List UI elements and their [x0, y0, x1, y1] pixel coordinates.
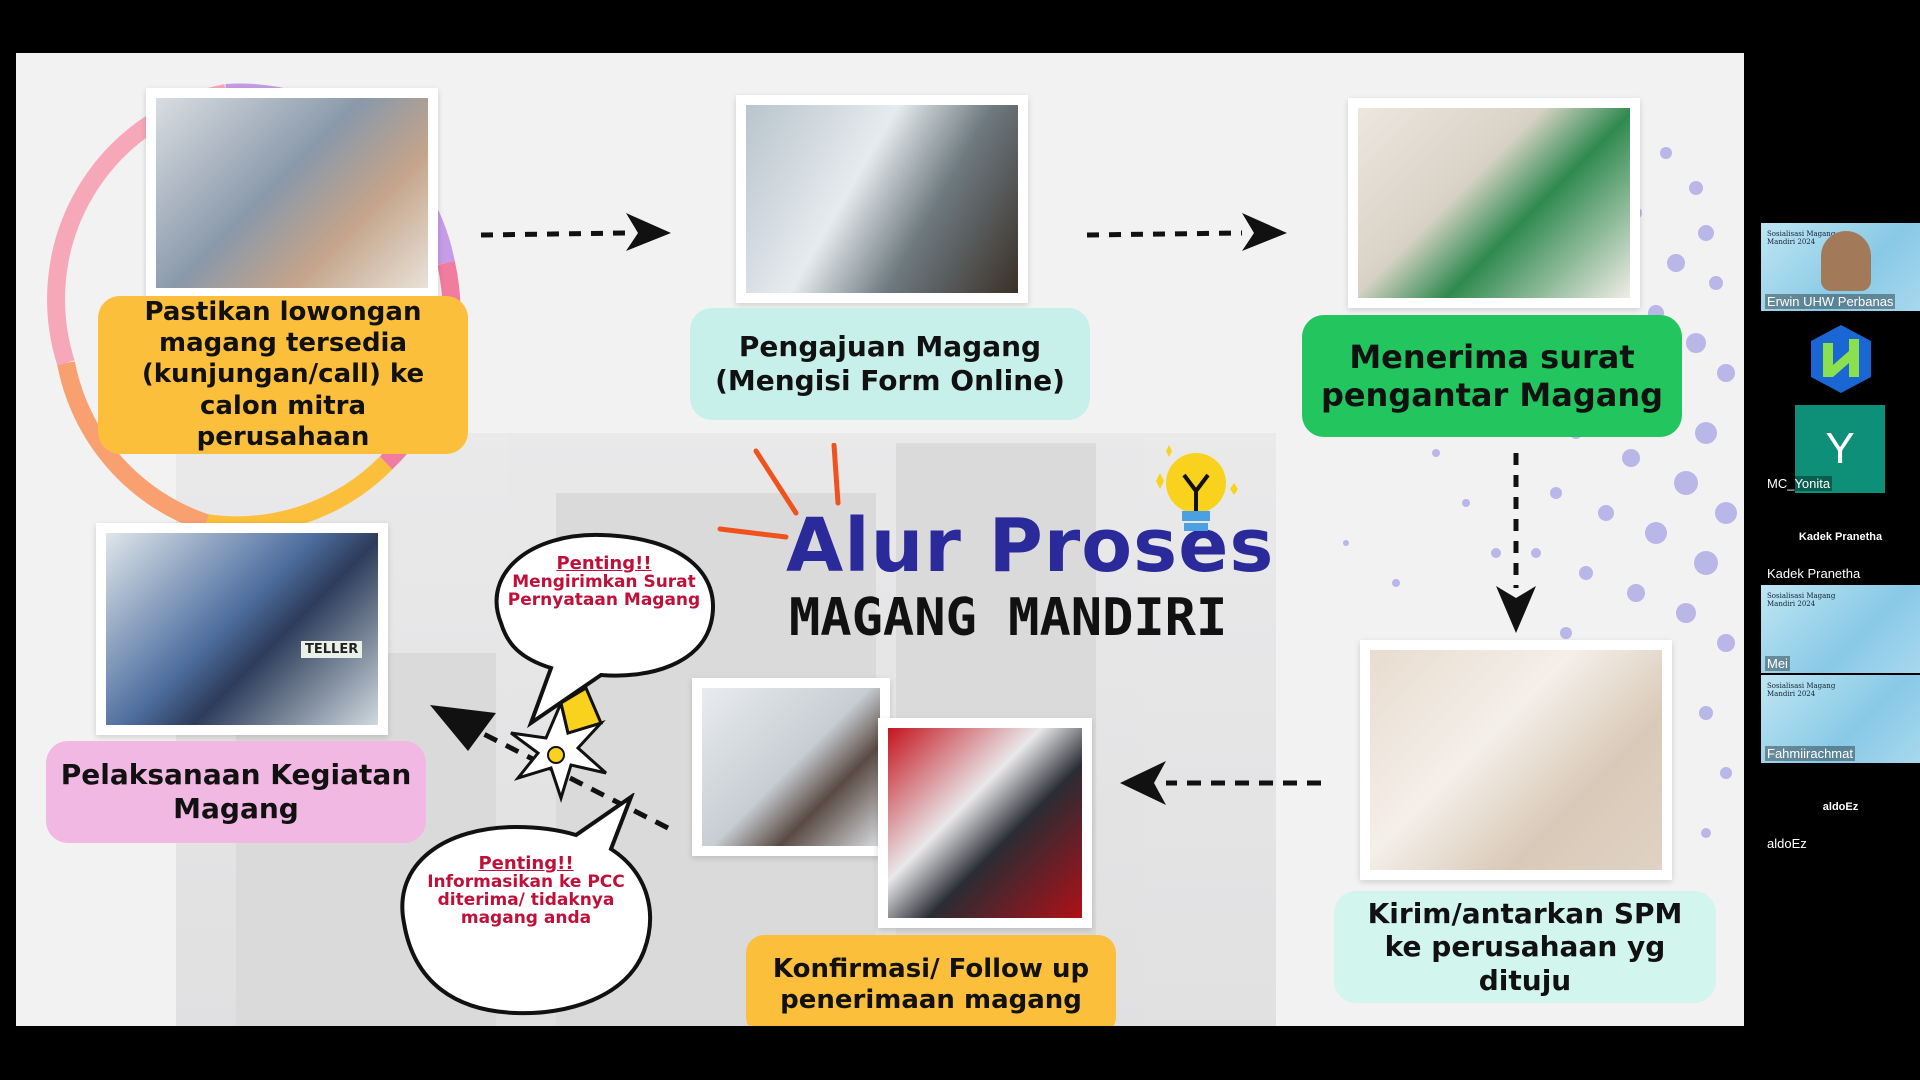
logo-icon: [1811, 325, 1871, 393]
participant-center-name: Kadek Pranetha: [1798, 531, 1883, 543]
bubble2-body: Informasikan ke PCC diterima/ tidaknya m…: [427, 872, 625, 928]
participant-name: MC_Yonita: [1765, 476, 1833, 491]
burst-icon: [510, 685, 607, 803]
participant-name: Fahmiirachmat: [1765, 746, 1855, 761]
speech-bubble-2: Penting!! Informasikan ke PCC diterima/ …: [426, 853, 626, 928]
thumb-title: Sosialisasi Magang Mandiri 2024: [1767, 682, 1836, 698]
title-spark-lines: [717, 443, 841, 540]
bubble1-body: Mengirimkan Surat Pernyataan Magang: [507, 572, 701, 610]
teller-sign: TELLER: [301, 641, 363, 658]
step2-photo: [736, 95, 1028, 303]
step3-photo: [1348, 98, 1640, 308]
participant-initial-avatar: Y: [1795, 405, 1885, 493]
step1-label: Pastikan lowongan magang tersedia (kunju…: [98, 296, 468, 454]
bubble1-heading: Penting!!: [556, 553, 652, 574]
participant-tile-4[interactable]: Kadek Pranetha Kadek Pranetha: [1761, 495, 1920, 583]
participant-tile-1[interactable]: Sosialisasi Magang Mandiri 2024 Erwin UH…: [1761, 223, 1920, 311]
step3-label: Menerima surat pengantar Magang: [1302, 315, 1682, 437]
participant-tile-7[interactable]: aldoEz aldoEz: [1761, 765, 1920, 853]
participant-tile-6[interactable]: Sosialisasi Magang Mandiri 2024 Fahmiira…: [1761, 675, 1920, 763]
decorative-dots: [1343, 147, 1737, 838]
speech-bubble-1-shape: [494, 532, 715, 729]
participant-avatar: [1821, 231, 1871, 291]
step5-photo-b: [878, 718, 1092, 928]
speech-bubble-1: Penting!! Mengirimkan Surat Pernyataan M…: [504, 553, 704, 610]
arrow-step3-to-step4: [1496, 453, 1536, 633]
participant-center-name: aldoEz: [1822, 801, 1859, 813]
participant-tile-2[interactable]: [1761, 313, 1920, 403]
thumb-title: Sosialisasi Magang Mandiri 2024: [1767, 230, 1836, 246]
arrow-step5-to-step6: [430, 705, 670, 831]
bubble2-heading: Penting!!: [478, 853, 574, 874]
step5-photo-a: [692, 678, 890, 856]
presentation-slide: Pastikan lowongan magang tersedia (kunju…: [16, 53, 1744, 1026]
participant-name: Erwin UHW Perbanas: [1765, 294, 1896, 309]
step6-label: Pelaksanaan Kegiatan Magang: [46, 741, 426, 843]
slide-subtitle: MAGANG MANDIRI: [789, 588, 1228, 648]
step4-photo: [1360, 640, 1672, 880]
participant-tile-5[interactable]: Sosialisasi Magang Mandiri 2024 Mei: [1761, 585, 1920, 673]
participant-name: Mei: [1765, 656, 1790, 671]
participants-panel: Sosialisasi Magang Mandiri 2024 Erwin UH…: [1761, 0, 1920, 1080]
participant-tile-3[interactable]: Y MC_Yonita: [1761, 405, 1920, 493]
arrow-step1-to-step2: [480, 213, 671, 251]
thumb-title: Sosialisasi Magang Mandiri 2024: [1767, 592, 1836, 608]
step6-photo: TELLER: [96, 523, 388, 735]
step2-label: Pengajuan Magang (Mengisi Form Online): [690, 308, 1090, 420]
lightbulb-icon: [1156, 445, 1238, 531]
speech-bubble-2-shape: [400, 793, 652, 1016]
arrow-step2-to-step3: [1086, 213, 1287, 251]
participant-name: aldoEz: [1765, 836, 1809, 851]
arrow-step4-to-step5: [1120, 761, 1321, 805]
participant-name: Kadek Pranetha: [1765, 566, 1863, 581]
step5-label: Konfirmasi/ Follow up penerimaan magang: [746, 935, 1116, 1026]
step4-label: Kirim/antarkan SPM ke perusahaan yg ditu…: [1334, 891, 1716, 1003]
step1-photo: [146, 88, 438, 298]
